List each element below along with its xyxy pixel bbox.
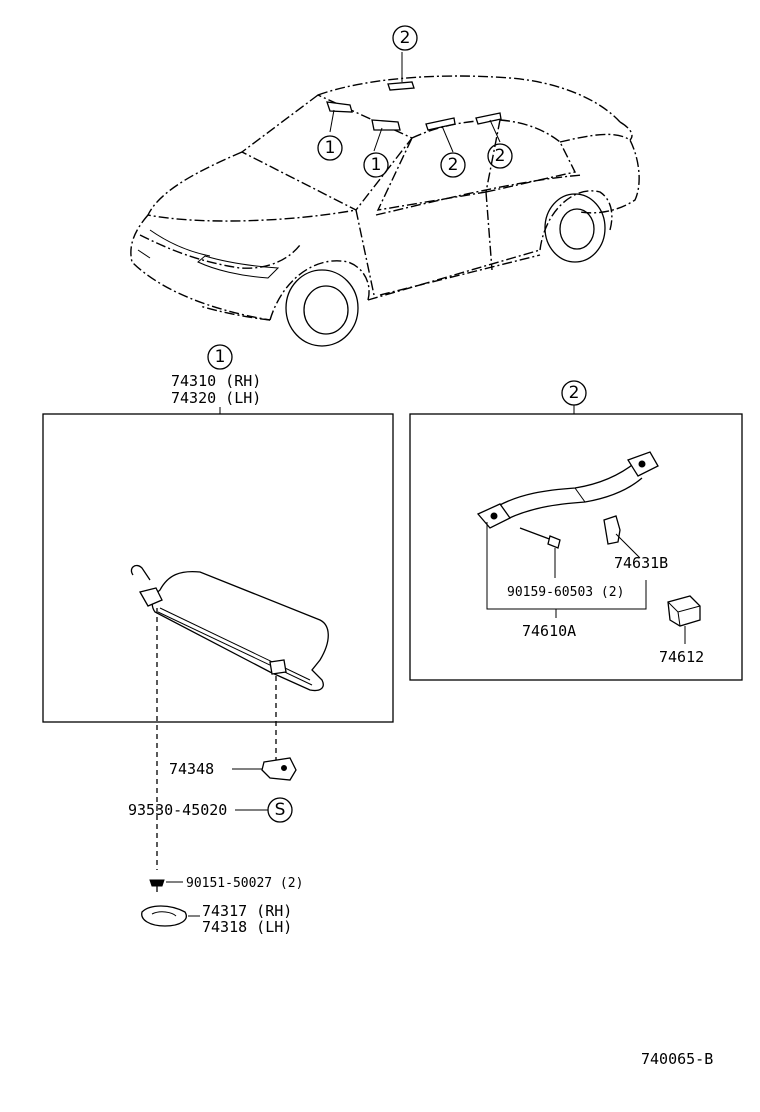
handle-cap-74631b bbox=[603, 515, 641, 559]
sun-visor-box bbox=[42, 413, 394, 723]
label-assembly: 74610A bbox=[522, 622, 576, 640]
label-cap: 74612 bbox=[659, 648, 704, 666]
visor-part-rh: 74310 (RH) bbox=[171, 372, 261, 390]
visor-part-lh: 74320 (LH) bbox=[171, 389, 261, 407]
grip-cover-74612 bbox=[667, 595, 701, 644]
svg-text:2: 2 bbox=[495, 146, 506, 166]
label-bracket-lh: 74318 (LH) bbox=[202, 918, 292, 936]
callout-front-left: 1 bbox=[317, 135, 343, 161]
svg-text:2: 2 bbox=[448, 155, 459, 175]
callout-roof-top: 2 bbox=[392, 25, 418, 51]
holder-74348 bbox=[232, 757, 297, 781]
callout-rear-b: 2 bbox=[487, 143, 513, 169]
label-bracket-rh: 74317 (RH) bbox=[202, 902, 292, 920]
figure-code: 740065-B bbox=[641, 1050, 713, 1068]
label-s-part: 93530-45020 bbox=[128, 801, 227, 819]
svg-text:1: 1 bbox=[371, 155, 382, 175]
svg-text:S: S bbox=[275, 800, 286, 820]
label-handle: 74631B bbox=[614, 554, 668, 572]
callout-front-right: 1 bbox=[363, 152, 389, 178]
label-holder: 74348 bbox=[169, 760, 214, 778]
sun-visor bbox=[130, 564, 329, 692]
svg-text:1: 1 bbox=[325, 138, 336, 158]
label-grip-screw: 90159-60503 (2) bbox=[507, 585, 624, 600]
callout-box1: 1 bbox=[207, 344, 233, 370]
svg-text:1: 1 bbox=[215, 347, 226, 367]
svg-text:2: 2 bbox=[569, 383, 580, 403]
bracket bbox=[141, 905, 200, 927]
label-clip-screw: 90151-50027 (2) bbox=[186, 876, 303, 891]
svg-text:2: 2 bbox=[400, 28, 411, 48]
callout-rear-a: 2 bbox=[440, 152, 466, 178]
assist-grip bbox=[476, 451, 659, 578]
callout-box2: 2 bbox=[561, 380, 587, 406]
clip-screw bbox=[149, 879, 183, 892]
car-illustration bbox=[130, 52, 640, 347]
s-mark: S bbox=[235, 797, 293, 823]
assist-grip-box bbox=[409, 413, 743, 681]
